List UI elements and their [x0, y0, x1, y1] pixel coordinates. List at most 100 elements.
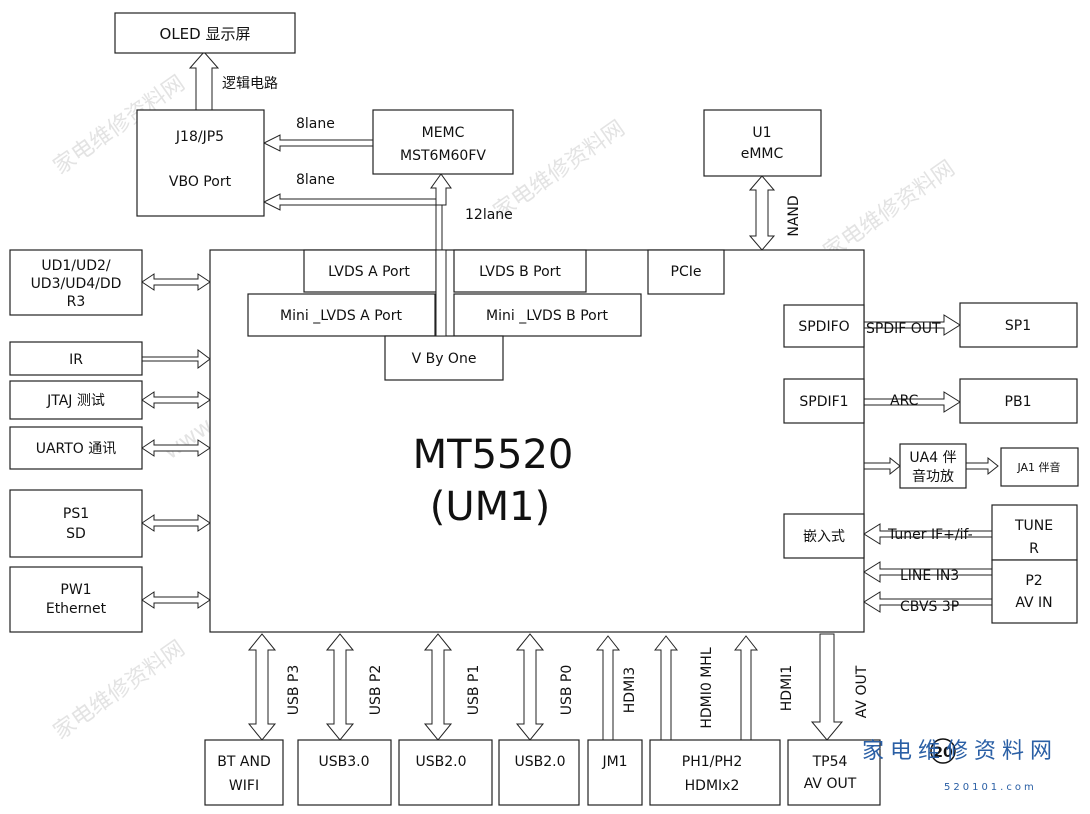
arrow-chip-to-j18 [262, 193, 443, 251]
left-blocks: UD1/UD2/ UD3/UD4/DD R3 IR JTAJ 测试 UARTO … [9, 249, 143, 633]
usb30-label: USB3.0 [318, 754, 369, 770]
ud-label-1: UD1/UD2/ [41, 258, 111, 274]
arrow-ua4-to-ja1 [965, 456, 999, 476]
arrow-line-in3 [863, 561, 993, 583]
spdif-out-label: SPDIF OUT [866, 321, 941, 337]
arrow-hdmi1 [733, 635, 759, 741]
bt-label-2: WIFI [229, 778, 259, 794]
ua4-label-1: UA4 伴 [909, 450, 956, 466]
ph-label-2: HDMIx2 [685, 778, 740, 794]
j18-label: J18/JP5 [175, 129, 224, 145]
nand-label: NAND [786, 195, 802, 236]
u1-block: U1 eMMC [703, 109, 822, 177]
connections [141, 51, 999, 741]
oled-label: OLED 显示屏 [160, 25, 251, 43]
site-logo: 家电维修资料网 520101.com [862, 739, 1058, 793]
logo-url: 520101.com [944, 782, 1037, 793]
memc-label: MEMC [422, 125, 465, 141]
lvds-ports: LVDS A Port LVDS B Port PCIe Mini _LVDS … [247, 249, 725, 381]
pw1-label: PW1 [60, 582, 91, 598]
vbo-port-label: VBO Port [169, 174, 232, 190]
tp54-av-out-label: AV OUT [804, 776, 857, 792]
bottom-blocks: BT AND WIFI USB3.0 USB2.0 USB2.0 JM1 PH1… [204, 739, 881, 806]
av-out-signal-label: AV OUT [854, 665, 870, 718]
arrow-j18-to-oled [188, 51, 220, 111]
arrow-nand [748, 175, 776, 251]
sp1-label: SP1 [1005, 318, 1031, 334]
cbvs-label: CBVS 3P [900, 599, 959, 615]
memc-block: MEMC MST6M60FV [372, 109, 514, 175]
j18-block: J18/JP5 VBO Port [136, 109, 265, 217]
arrow-usb-p2 [325, 633, 355, 741]
tuner-label-1: TUNE [1014, 518, 1053, 534]
arrow-memc-to-j18 [262, 134, 374, 152]
right-internal-ports: SPDIFO SPDIF1 嵌入式 [783, 304, 865, 559]
line-in3-label: LINE IN3 [900, 568, 959, 584]
logo-text: 家电维修资料网 [862, 739, 1058, 764]
arrow-jtag [141, 391, 211, 409]
arrow-tuner-if [863, 523, 993, 545]
bt-label-1: BT AND [217, 754, 270, 770]
memc-chip-label: MST6M60FV [400, 148, 486, 164]
sd-label: SD [66, 526, 86, 542]
hdmi3-label: HDMI3 [622, 667, 638, 713]
arc-label: ARC [890, 393, 919, 409]
jtag-label: JTAJ 测试 [46, 393, 105, 409]
ud-label-3: R3 [67, 294, 86, 310]
u1-label: U1 [752, 125, 771, 141]
usb-p2-label: USB P2 [368, 665, 384, 716]
mini-lvds-a-label: Mini _LVDS A Port [280, 308, 402, 324]
usb-p3-label: USB P3 [286, 665, 302, 716]
lvds-a-label: LVDS A Port [328, 264, 410, 280]
arrow-hdmi3 [595, 635, 621, 741]
pb1-label: PB1 [1005, 394, 1032, 410]
ua4-label-2: 音功放 [912, 468, 954, 485]
tp54-label: TP54 [812, 754, 848, 770]
chip-name: MT5520 [413, 432, 574, 478]
tuner-if-label: Tuner IF+/if- [887, 527, 973, 543]
lvds-b-label: LVDS B Port [479, 264, 561, 280]
hdmi0-mhl-label: HDMI0 MHL [699, 647, 715, 728]
arrow-av-out [810, 633, 844, 741]
vbyone-label: V By One [412, 351, 477, 367]
ph-label-1: PH1/PH2 [682, 754, 742, 770]
lane12-label: 12lane [465, 207, 513, 223]
arrow-ir [141, 349, 211, 369]
embedded-label: 嵌入式 [803, 529, 845, 545]
spdif0-label: SPDIFO [798, 319, 849, 335]
emmc-label: eMMC [741, 146, 784, 162]
lane8-bottom-label: 8lane [296, 172, 335, 188]
logic-circuit-label: 逻辑电路 [222, 76, 278, 92]
arrow-spdif-out [863, 314, 961, 336]
arrow-arc [863, 391, 961, 413]
ethernet-label: Ethernet [46, 601, 107, 617]
hdmi1-label: HDMI1 [779, 665, 795, 711]
lane8-top-label: 8lane [296, 116, 335, 132]
page-number: 20 [933, 745, 953, 761]
arrow-cbvs [863, 591, 993, 613]
page-number-badge: 20 [930, 738, 956, 764]
chip-ref: (UM1) [430, 484, 550, 530]
mini-lvds-b-label: Mini _LVDS B Port [486, 308, 608, 324]
arrow-ps1 [141, 514, 211, 532]
ud-label-2: UD3/UD4/DD [31, 276, 122, 292]
arrow-usb-p0 [515, 633, 545, 741]
arrow-chip-to-memc [430, 173, 452, 206]
usb20-b-label: USB2.0 [514, 754, 565, 770]
ja1-label: JA1 伴音 [1016, 460, 1060, 474]
bottom-signal-labels: USB P3 USB P2 USB P1 USB P0 HDMI3 HDMI0 … [286, 647, 870, 728]
jm1-label: JM1 [601, 754, 627, 770]
watermark-text: 家电维修资料网 [49, 636, 190, 745]
arrow-to-ua4 [863, 456, 901, 476]
tuner-label-2: R [1029, 541, 1039, 557]
usb-p0-label: USB P0 [559, 665, 575, 716]
arrow-pw1 [141, 591, 211, 609]
uart-label: UARTO 通讯 [36, 441, 117, 457]
watermark-text: 家电维修资料网 [819, 156, 960, 265]
usb20-a-label: USB2.0 [415, 754, 466, 770]
oled-block: OLED 显示屏 [114, 12, 296, 54]
usb-p1-label: USB P1 [466, 665, 482, 716]
p2-label: P2 [1025, 573, 1042, 589]
av-in-label: AV IN [1015, 595, 1052, 611]
